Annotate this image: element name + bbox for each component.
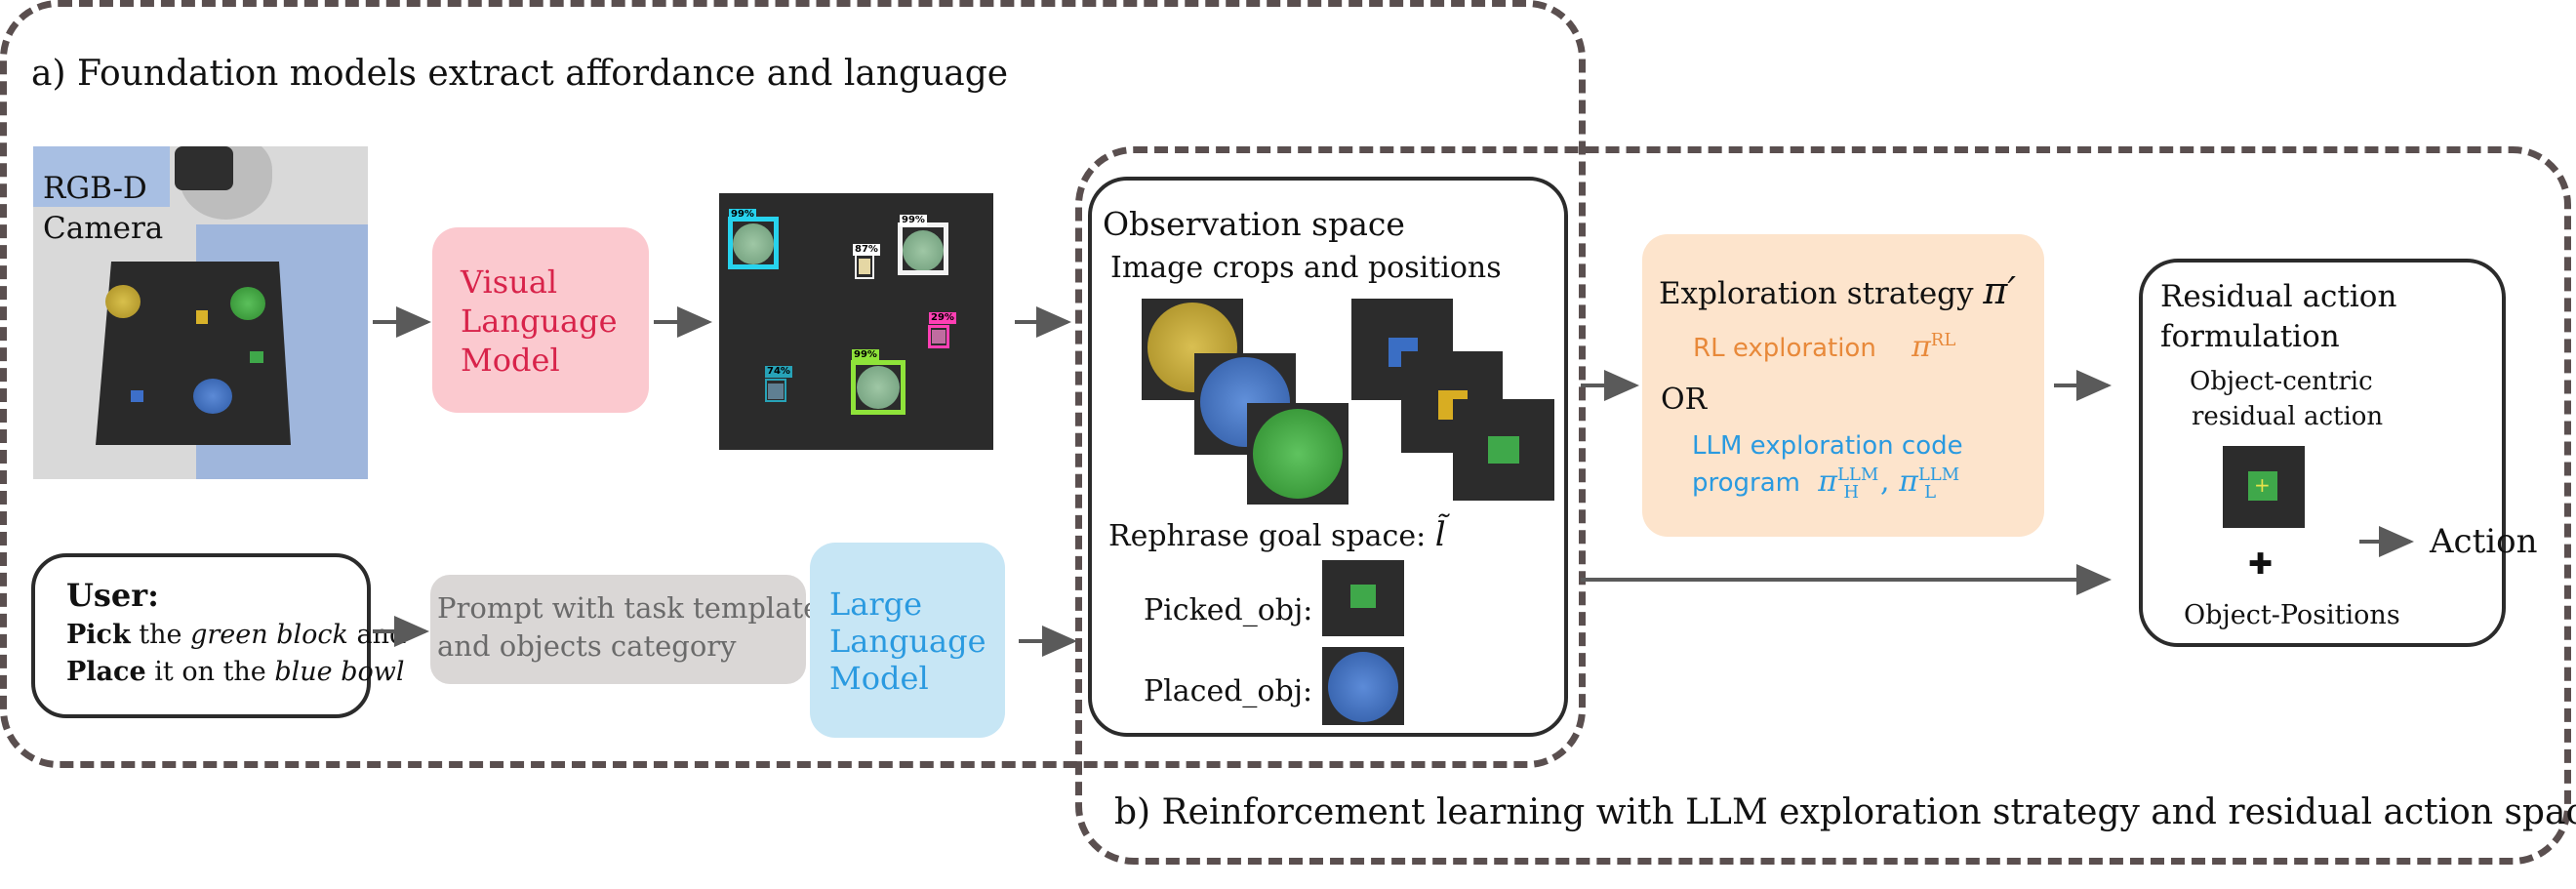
observation-crops-label: Image crops and positions: [1110, 251, 1502, 285]
detection-tag-1: 99%: [729, 209, 756, 221]
detected-block-3: [859, 259, 870, 274]
green-bowl-icon: [230, 287, 265, 320]
placed-blue-bowl-icon: [1328, 652, 1398, 722]
llm-exploration-line2: program πLLMH, πLLML: [1692, 465, 1959, 503]
user-pick-word: Pick: [66, 620, 131, 650]
llm-label-line1: Large: [829, 586, 923, 623]
observation-title: Observation space: [1103, 205, 1405, 243]
user-line2-rest: it on the: [145, 657, 275, 687]
section-b-frame: [1075, 146, 2571, 865]
rl-exploration-text: RL exploration: [1693, 334, 1876, 363]
detection-tag-6: 99%: [852, 349, 879, 361]
yellow-block-icon: [196, 310, 208, 324]
exploration-title-text: Exploration strategy: [1659, 276, 1984, 311]
exploration-strategy-box: [1642, 234, 2044, 537]
residual-sub-line2: residual action: [2192, 402, 2384, 431]
camera-label-bg: [33, 146, 170, 207]
visual-language-model-box: [432, 227, 649, 413]
detection-tag-2: 99%: [900, 215, 927, 226]
user-line-1: Pick the green block and: [66, 618, 406, 653]
user-heading: User:: [66, 577, 159, 614]
yellow-bowl-icon: [105, 285, 141, 318]
blue-bowl-icon: [193, 379, 232, 414]
or-label: OR: [1661, 383, 1708, 417]
residual-crosshair-icon: +: [2254, 473, 2271, 497]
llm-pi-h-sup: LLM: [1836, 465, 1879, 485]
crop-green-bowl-icon: [1253, 409, 1343, 499]
detected-block-4: [932, 330, 946, 343]
action-label: Action: [2430, 522, 2538, 561]
user-blue-bowl: blue bowl: [274, 657, 405, 687]
detection-box-4: [928, 325, 949, 348]
detection-box-5: [765, 379, 786, 402]
llm-exploration-line1: LLM exploration code: [1692, 431, 1963, 461]
blue-block-icon: [131, 390, 143, 402]
detected-bowl-1: [733, 223, 774, 264]
llm-pi-h-sub: H: [1843, 482, 1860, 503]
residual-title-line1: Residual action: [2160, 279, 2397, 314]
llm-label-line3: Model: [829, 660, 929, 697]
goal-space-label: Rephrase goal space: l̃: [1108, 515, 1446, 554]
section-b-title: b) Reinforcement learning with LLM explo…: [1114, 792, 2576, 832]
detection-image: 99% 99% 87% 29% 74% 99%: [719, 193, 993, 450]
object-positions-label: Object-Positions: [2184, 600, 2400, 630]
detection-tag-4: 29%: [929, 312, 956, 324]
user-line1-rest: the: [130, 620, 191, 650]
user-line-2: Place it on the blue bowl: [66, 655, 405, 690]
picked-green-block-icon: [1350, 585, 1376, 608]
goal-space-text: Rephrase goal space:: [1108, 519, 1435, 553]
user-instruction-box: [31, 553, 371, 718]
crop-green-block-icon: [1488, 436, 1519, 464]
crop-green-bowl: [1247, 403, 1348, 505]
vlm-label-line3: Model: [461, 342, 560, 379]
detected-bowl-2: [903, 230, 944, 271]
llm-pi-symbols: πLLMH, πLLML: [1818, 465, 1959, 503]
rl-pi-sup: RL: [1930, 330, 1956, 350]
detection-tag-3: 87%: [853, 244, 880, 256]
residual-object-tile: +: [2223, 446, 2305, 528]
llm-pi-l-sup: LLM: [1917, 465, 1960, 485]
vlm-label-line2: Language: [461, 303, 618, 340]
residual-plus-icon: ✚: [2248, 547, 2274, 582]
prompt-line2: and objects category: [437, 629, 737, 663]
user-place-word: Place: [66, 657, 146, 687]
picked-obj-label: Picked_obj:: [1144, 593, 1313, 627]
detection-tag-5: 74%: [765, 366, 792, 378]
large-language-model-box: [810, 543, 1005, 738]
llm-program-text: program: [1692, 468, 1800, 498]
section-a-title: a) Foundation models extract affordance …: [31, 54, 1009, 94]
rl-pi-symbol: πRL: [1912, 330, 1955, 364]
placed-obj-tile: [1322, 647, 1404, 725]
camera-label-line1: RGB-D: [43, 171, 147, 206]
llm-pi-sep: ,: [1880, 465, 1900, 499]
vlm-label-line1: Visual: [461, 263, 558, 301]
camera-scene-image: [33, 146, 368, 479]
user-green-block: green block: [190, 620, 348, 650]
residual-green-block-icon: [2248, 471, 2277, 501]
rl-pi: π: [1912, 330, 1931, 364]
residual-sub-line1: Object-centric: [2190, 367, 2373, 396]
rl-exploration-label: RL exploration πRL: [1693, 330, 1955, 364]
picked-obj-tile: [1322, 560, 1404, 636]
llm-pi-l-sub: L: [1924, 482, 1937, 503]
exploration-pi-symbol: π′: [1983, 269, 2016, 312]
robot-gripper-icon: [175, 146, 233, 190]
prompt-box: [430, 575, 806, 684]
residual-title-line2: formulation: [2160, 319, 2340, 354]
detected-bowl-6: [857, 366, 900, 409]
llm-pi-h: π: [1818, 465, 1837, 499]
camera-label-line2: Camera: [43, 211, 164, 246]
placed-obj-label: Placed_obj:: [1144, 674, 1313, 708]
green-block-icon: [250, 351, 263, 363]
goal-space-symbol: l̃: [1434, 515, 1446, 554]
llm-label-line2: Language: [829, 623, 986, 660]
detection-box-6: [851, 360, 906, 415]
crop-green-block: [1453, 399, 1554, 501]
exploration-title: Exploration strategy π′: [1659, 269, 2016, 312]
prompt-line1: Prompt with task template: [437, 591, 821, 625]
llm-pi-l: π: [1899, 465, 1918, 499]
detected-block-5: [768, 384, 784, 399]
residual-action-box: [2139, 259, 2506, 647]
